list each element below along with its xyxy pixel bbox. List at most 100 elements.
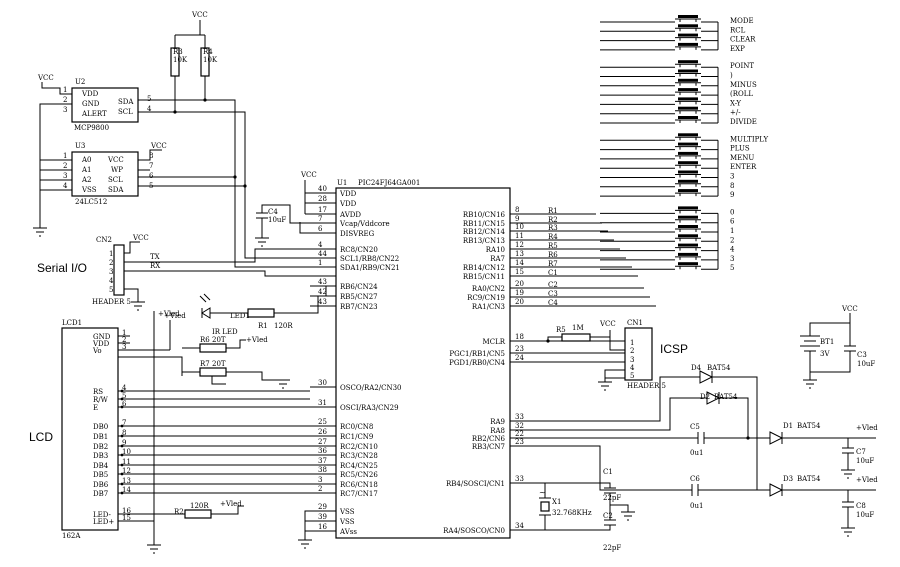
u1-left-pin-name: RC5/CN26 — [340, 471, 378, 479]
u1-right-pin-num: 13 — [515, 250, 524, 258]
u1-left-pin-num: 38 — [318, 466, 327, 474]
u1-right-pin-name: RA9 — [490, 418, 505, 426]
u3-pin-num: 8 — [149, 152, 153, 160]
d1-part: BAT54 — [797, 422, 821, 430]
keypad-switch-body — [675, 136, 701, 141]
lcd-pin-name: DB4 — [93, 462, 109, 470]
u1-row-net-label: R4 — [548, 233, 558, 241]
u1-left-pin-num: 2 — [318, 485, 322, 493]
cn2-name: HEADER 5 — [92, 298, 131, 306]
keypad-switch-cap — [678, 161, 698, 165]
lcd1-part: 162A — [62, 532, 81, 540]
u3-pin-sda: SDA — [108, 186, 124, 194]
lcd-pin-name: R/W — [93, 396, 109, 404]
u3-pin-scl: SCL — [108, 176, 123, 184]
u1-left-pin-name: RC6/CN18 — [340, 481, 378, 489]
keypad-key-label: MODE — [730, 17, 754, 25]
u1-right-pin-num: 19 — [515, 289, 524, 297]
c2-value: 22pF — [603, 544, 621, 552]
u1-left-pin-num: 44 — [318, 250, 327, 258]
u2-pin-gnd: GND — [82, 100, 100, 108]
keypad-switch-cap — [678, 78, 698, 82]
keypad-switch-cap — [678, 243, 698, 247]
rx-label: RX — [150, 262, 160, 270]
u2-pin-num: 4 — [147, 105, 152, 113]
u1-left-pin-name: RC0/CN8 — [340, 423, 373, 431]
lcd-pin-name: Vo — [92, 347, 102, 355]
u1-right-pin-name: RA1/CN3 — [472, 303, 505, 311]
u1-left-pin-num: 25 — [318, 418, 327, 426]
r2-value: 120R — [190, 502, 209, 510]
u1-left-pin-num: 7 — [318, 215, 322, 223]
lcd-pin-name: DB5 — [93, 471, 108, 479]
keypad-switch-body — [675, 228, 701, 232]
cn2-pin-num: 3 — [109, 268, 113, 276]
cn1-pin-num: 1 — [630, 339, 634, 347]
cn1-ref: CN1 — [627, 319, 643, 327]
led1-ref: LED1 — [230, 312, 250, 320]
keypad-key-label: 3 — [730, 255, 734, 263]
d4-part: BAT54 — [707, 364, 731, 372]
bt-vcc-label: VCC — [841, 305, 858, 313]
lcd-pin-name: DB3 — [93, 452, 108, 460]
u2-pin-num: 2 — [63, 96, 67, 104]
u1-right-pin-name: RB3/CN7 — [472, 443, 505, 451]
u1-left-pin-num: 36 — [318, 447, 327, 455]
u1-right-pin-name: RA8 — [490, 427, 505, 435]
r7-value: 20T — [212, 360, 226, 368]
keypad-switch-body — [675, 265, 701, 270]
bt1-ref: BT1 — [820, 338, 834, 346]
lcd-pin-num: 7 — [122, 419, 126, 427]
u1-left-pin-num: 40 — [318, 185, 327, 193]
keypad-switch-body — [675, 183, 701, 187]
keypad-key-label: +/- — [730, 109, 741, 117]
lcd-pin-num: 3 — [122, 343, 126, 351]
cn1-pin-num: 3 — [630, 356, 634, 364]
keypad-switch-body — [675, 209, 701, 214]
keypad-key-label: 8 — [730, 182, 734, 190]
keypad-switch-body — [675, 82, 701, 86]
u2-pin-num: 3 — [63, 106, 67, 114]
keypad-switch-cap — [678, 189, 698, 193]
u1-left-pin-num: 29 — [318, 503, 327, 511]
r1-value: 120R — [274, 322, 293, 330]
cn2-pin-num: 4 — [109, 277, 114, 285]
u1-row-net-label: R2 — [548, 216, 558, 224]
u1-left-pin-num: 6 — [318, 225, 323, 233]
u1-left-pin-num: 27 — [318, 438, 327, 446]
u1-left-pin-name: OSCI/RA3/CN29 — [340, 404, 399, 412]
u1-right-pin-name: MCLR — [483, 338, 506, 346]
keypad-switch-body — [675, 91, 701, 96]
lcd-pin-dot — [120, 405, 124, 409]
keypad-switch-cap — [678, 252, 698, 256]
u3-ref: U3 — [75, 142, 85, 150]
ir-led: +Vled LED1 IR LED R1 120R — [164, 285, 336, 336]
lcd1-ref: LCD1 — [62, 319, 82, 327]
u1-left-pin-num: 3 — [318, 476, 322, 484]
lcd-pin-num: 15 — [122, 514, 131, 522]
u1-left-pin-num: 16 — [318, 523, 327, 531]
u1-left-pin-name: OSCO/RA2/CN30 — [340, 384, 402, 392]
lcd-pin-num: 11 — [122, 458, 131, 466]
lcd-pin-name: DB0 — [93, 423, 108, 431]
r7-ref: R7 — [200, 360, 210, 368]
keypad-switch-body — [675, 100, 701, 105]
keypad-switch-cap — [678, 88, 698, 92]
u1-left-pin-name: SCL1/RB8/CN22 — [340, 255, 399, 263]
u3-eeprom: U3 24LC512 A0 A1 A2 VSS VCC WP SCL SDA 1… — [40, 142, 167, 206]
c5-ref: C5 — [690, 423, 700, 431]
bt1-value: 3V — [820, 350, 830, 358]
lcd-pin-name: VDD — [92, 340, 110, 348]
r4-ref: R4 — [203, 48, 213, 56]
lcd-pin-dot — [120, 482, 124, 486]
keypad-key-label: 1 — [730, 227, 734, 235]
lcd-pin-num: 5 — [122, 392, 126, 400]
cn2-pin-num: 1 — [109, 250, 113, 258]
r3-ref: R3 — [173, 48, 183, 56]
c1-ref: C1 — [603, 468, 613, 476]
keypad-switch-body — [675, 237, 701, 242]
u1-left-pin-num: 43 — [318, 298, 327, 306]
u1-left-pin-num: 26 — [318, 428, 327, 436]
icsp-label: ICSP — [660, 342, 688, 356]
